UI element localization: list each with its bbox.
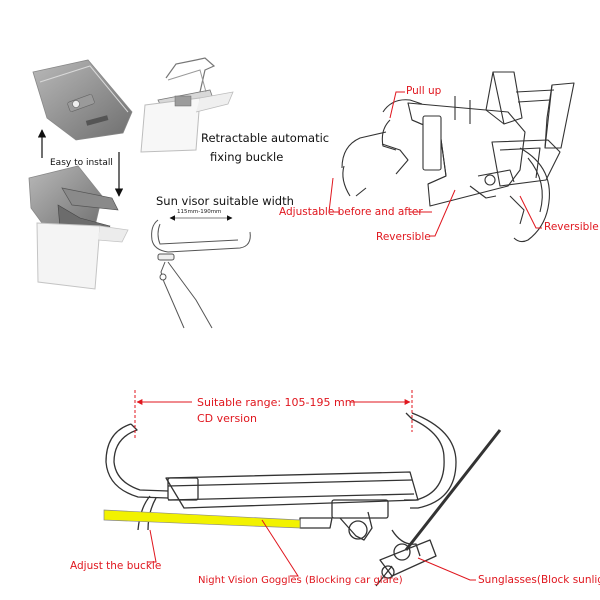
sunglasses-label: Sunglasses(Block sunlight) xyxy=(478,574,600,586)
width-sketch xyxy=(151,215,251,329)
adjust-buckle-label: Adjust the buckle xyxy=(70,560,162,572)
clip-photo xyxy=(140,57,234,153)
pull-up-label: Pull up xyxy=(406,85,442,97)
width-title: Sun visor suitable width xyxy=(156,194,294,208)
range-label: Suitable range: 105-195 mm xyxy=(197,396,356,409)
visor-photo-bottom xyxy=(28,165,129,290)
fixing-buckle-label: fixing buckle xyxy=(210,150,284,164)
bottom-leaders xyxy=(148,519,476,581)
clip-mechanism-drawing xyxy=(341,71,575,243)
night-vision-lens xyxy=(103,509,301,529)
top-right-leaders xyxy=(328,91,542,237)
main-clip-drawing xyxy=(105,412,502,587)
adjustable-label: Adjustable before and after xyxy=(279,206,423,218)
visor-photo-top xyxy=(32,59,133,141)
reversible-left-label: Reversible xyxy=(376,231,431,243)
easy-install-label: Easy to install xyxy=(50,158,113,168)
night-vision-label: Night Vision Goggles (Blocking car glare… xyxy=(198,575,403,586)
cd-version-label: CD version xyxy=(197,412,257,425)
retractable-label: Retractable automatic xyxy=(201,131,330,145)
reversible-right-label: Reversible xyxy=(544,221,599,233)
range-dimension xyxy=(134,390,413,438)
width-range: 115mm-190mm xyxy=(177,209,222,215)
